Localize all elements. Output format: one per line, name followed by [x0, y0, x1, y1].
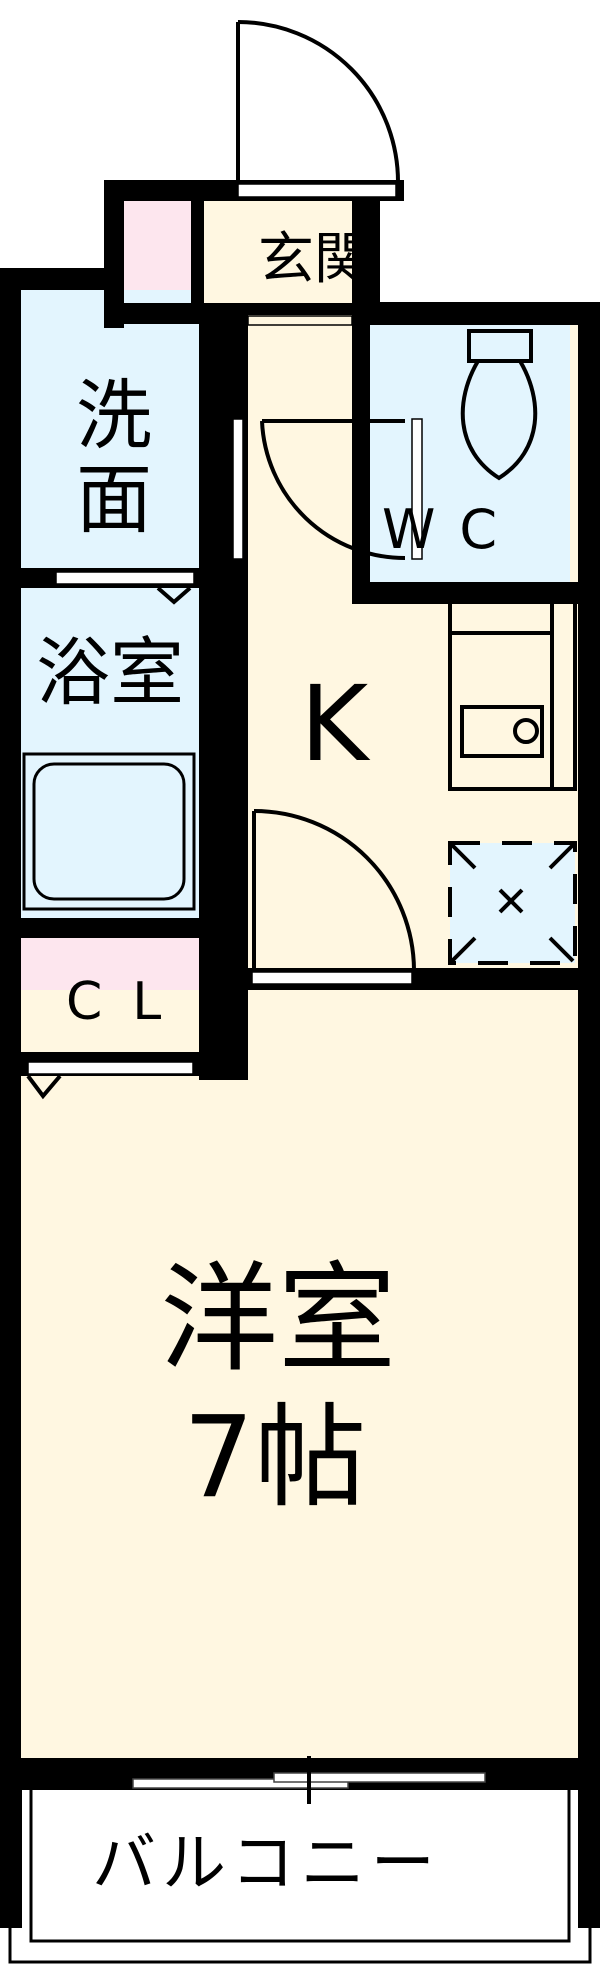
sink-icon — [448, 594, 577, 791]
bathroom-label: 浴室 — [36, 630, 184, 716]
door-swings — [26, 419, 416, 1100]
entrance-floor — [204, 201, 352, 303]
toilet-floor — [370, 325, 570, 587]
balcony — [8, 1790, 592, 1964]
western-room-label-line2: 7帖 — [183, 1393, 367, 1523]
washing-machine-space-icon — [448, 841, 577, 965]
washroom-label-line1: 洗 — [76, 371, 152, 460]
balcony-window — [132, 1756, 486, 1804]
toilet-icon — [460, 329, 538, 481]
kitchen-label: K — [300, 663, 369, 785]
washroom-label-line2: 面 — [76, 455, 152, 544]
interior-walls — [0, 180, 600, 1928]
toilet-label: WC — [382, 498, 522, 561]
bathtub-icon — [22, 752, 196, 911]
closet-label: CL — [66, 972, 192, 1032]
entrance-label: 玄関 — [258, 227, 370, 292]
shoe-storage — [124, 201, 191, 303]
openings — [27, 183, 423, 1075]
western-room-floor — [21, 990, 578, 1758]
entrance-door — [236, 20, 401, 184]
rooms — [21, 201, 578, 1758]
washroom-floor — [21, 290, 199, 568]
western-room-label-line1: 洋室 — [160, 1250, 397, 1388]
balcony-label: バルコニー — [92, 1827, 441, 1901]
